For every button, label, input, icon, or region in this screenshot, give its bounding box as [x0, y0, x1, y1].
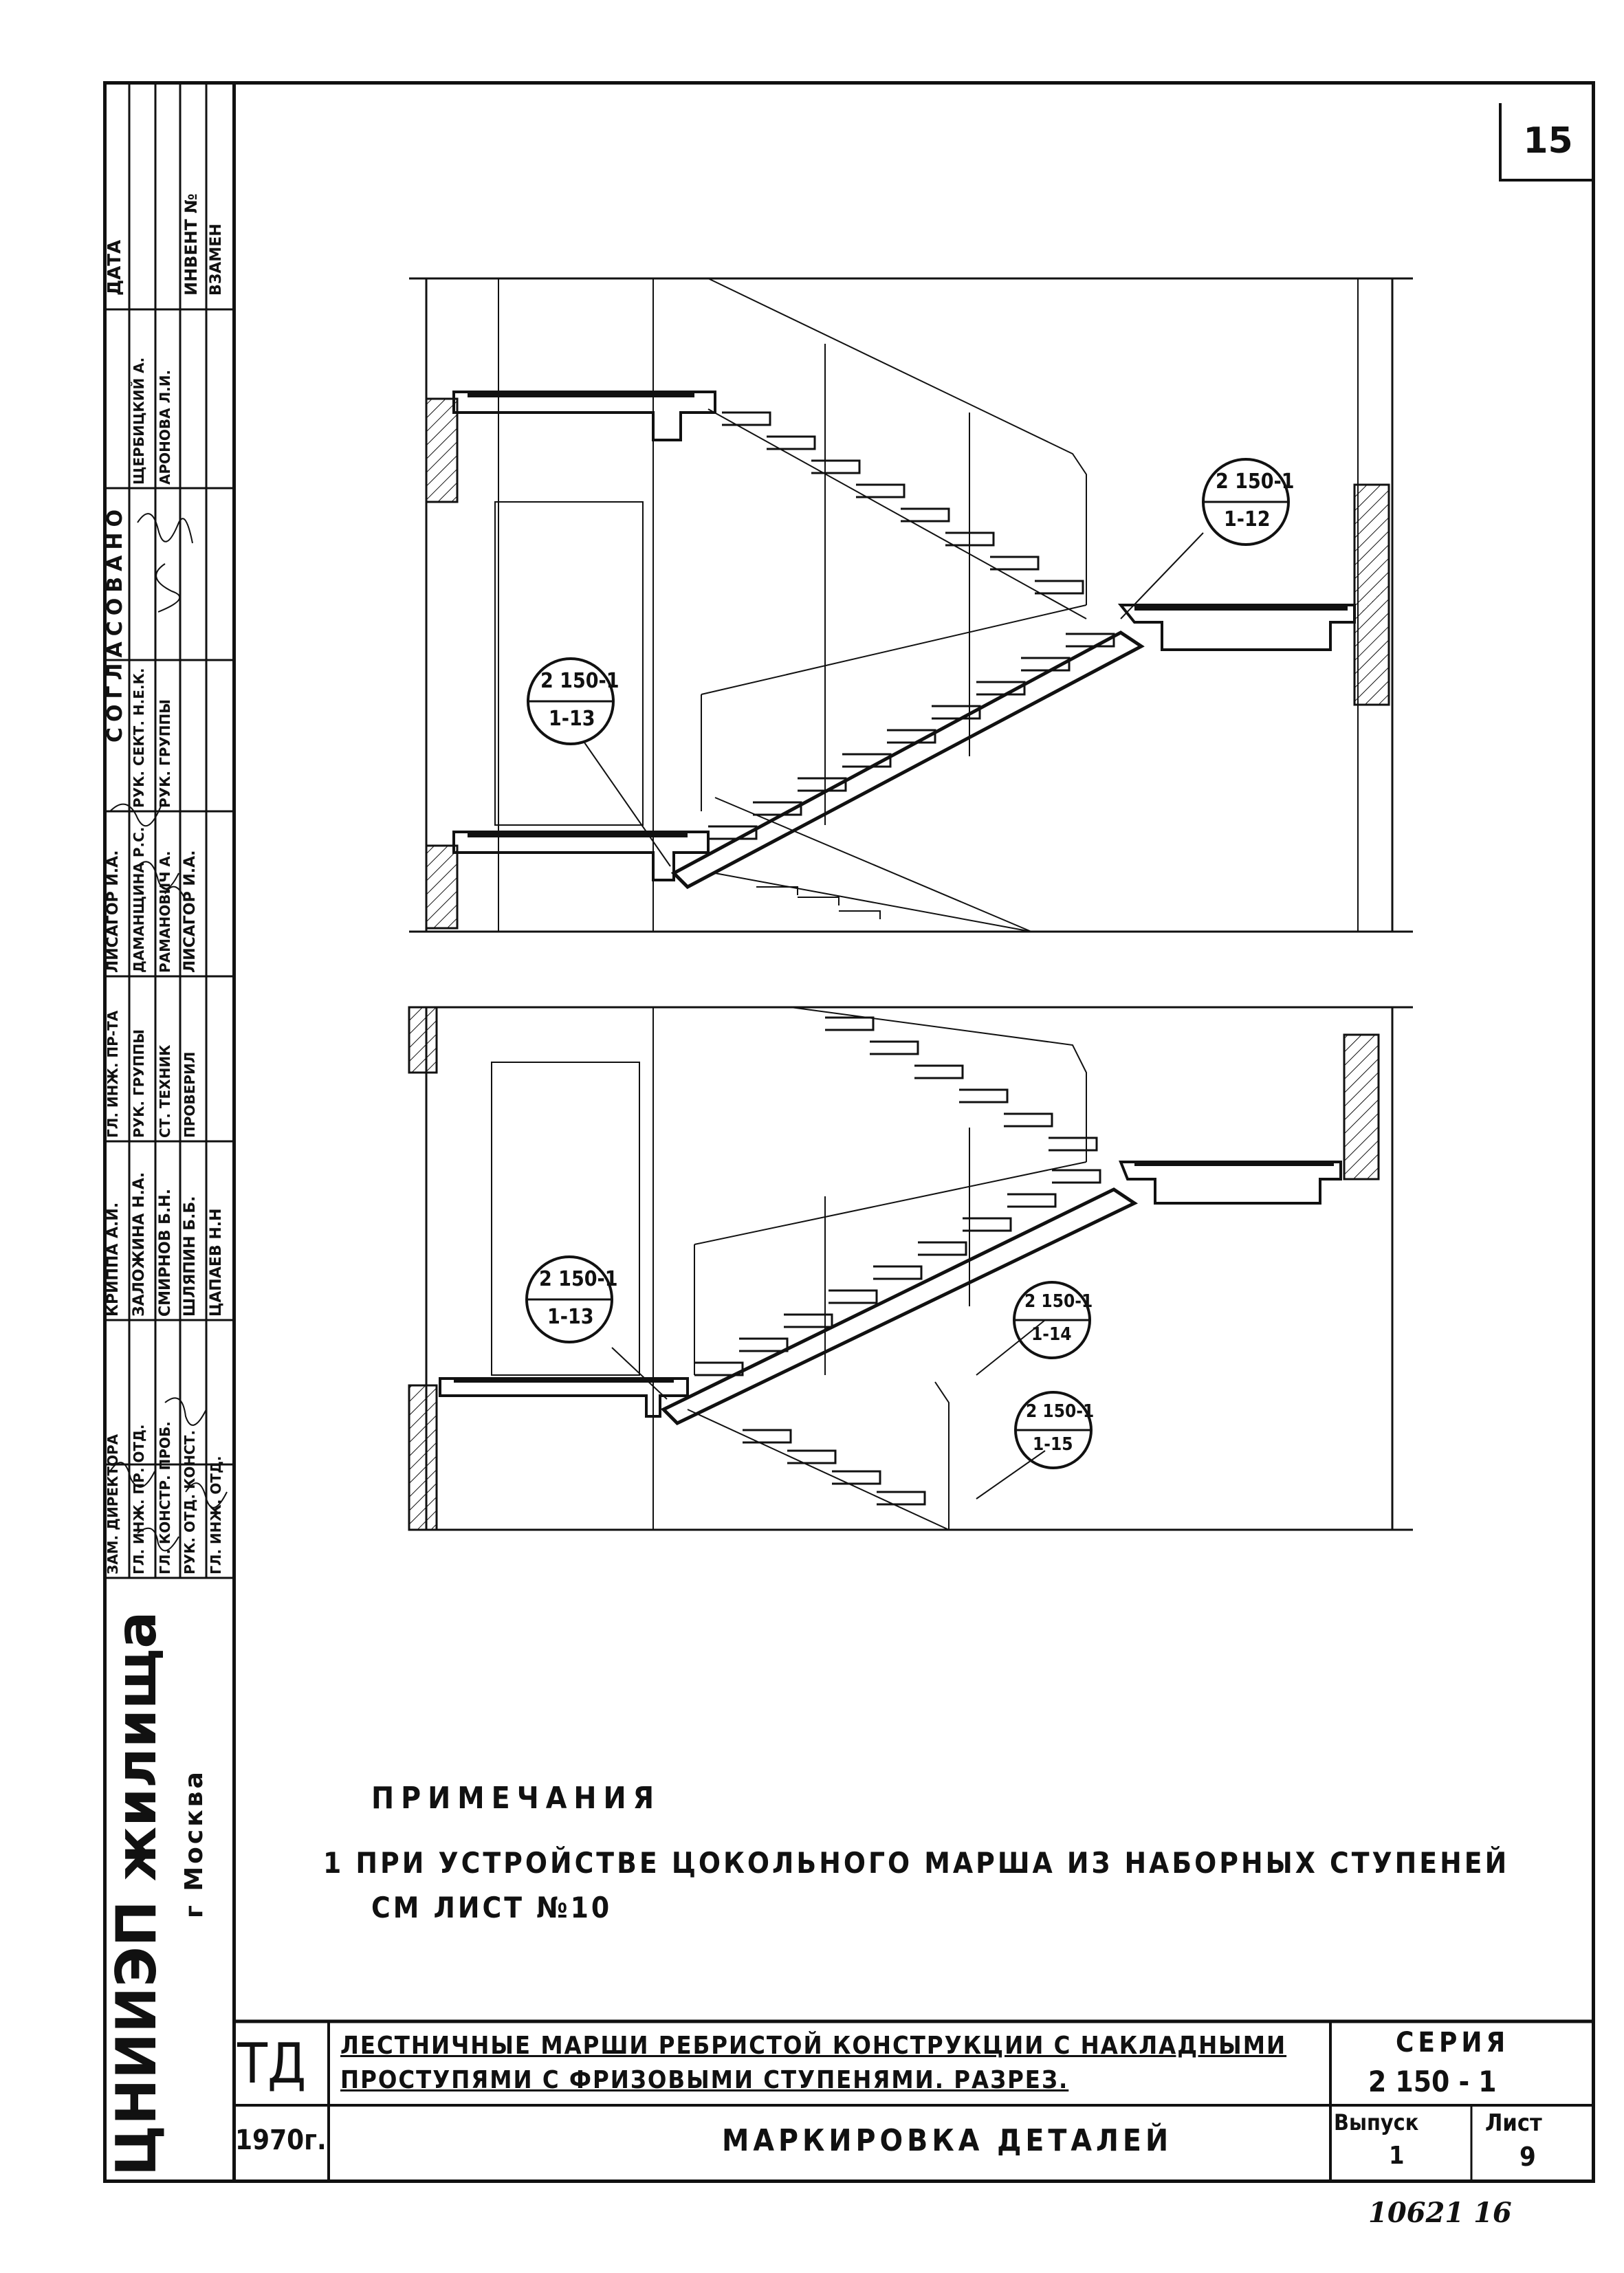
sheet-number: 15: [1499, 103, 1594, 182]
person-3: Смирнов Б.Н.: [157, 1188, 174, 1317]
person-1: Криппа А.И.: [105, 1202, 122, 1317]
person-9: Лисагор И.А.: [182, 850, 199, 973]
callout-1-bottom: 1-12: [1224, 507, 1271, 531]
role-11: Рук. группы: [157, 699, 173, 808]
callout-5-top: 2 150-1: [1026, 1401, 1095, 1422]
inventory-number: 10621 16: [1368, 2197, 1512, 2229]
callout-2-top: 2 150-1: [540, 669, 619, 693]
series-value: 2 150 - 1: [1368, 2065, 1497, 2098]
title-line-1: Лестничные марши ребристой конструкции с…: [340, 2032, 1287, 2060]
person-6: Лисагор И.А.: [105, 850, 122, 973]
person-2: Заложина Н.А.: [131, 1172, 148, 1317]
role-4: Рук. отд. конст.: [182, 1429, 198, 1574]
role-6: Гл. инж. пр-та: [105, 1010, 121, 1138]
frame-bottom: [103, 2179, 1595, 2183]
inventory-label: Инвент №: [182, 193, 201, 296]
role-8: Ст. техник: [157, 1044, 173, 1138]
series-label: Серия: [1396, 2027, 1510, 2058]
callout-5-bottom: 1-15: [1033, 1434, 1073, 1455]
issue-label: Выпуск: [1334, 2109, 1419, 2135]
callout-4-top: 2 150-1: [1024, 1291, 1093, 1312]
replaced-label: Взамен: [208, 223, 225, 296]
org-name: ЦНИИЭП жилища: [105, 1611, 168, 2176]
callout-3-top: 2 150-1: [539, 1267, 618, 1291]
subtitle: Маркировка деталей: [722, 2123, 1173, 2158]
sheet-value: 9: [1519, 2142, 1536, 2172]
year: 1970г.: [235, 2124, 327, 2156]
td-label: ТД: [237, 2032, 307, 2096]
frame-right: [1592, 81, 1595, 2182]
person-5: Цапаев Н.Н: [208, 1208, 225, 1317]
notes-title: Примечания: [371, 1781, 661, 1816]
callout-3-bottom: 1-13: [547, 1305, 594, 1329]
person-8: Раманович А.: [157, 850, 173, 973]
role-10: Рук. сект. Н.Е.К.: [131, 668, 147, 808]
date-label: Дата: [105, 239, 125, 296]
notes-line-1: 1 При устройстве цокольного марша из наб…: [323, 1846, 1510, 1880]
role-7: Рук. группы: [131, 1029, 147, 1138]
agreed-label: Согласовано: [103, 504, 127, 743]
frame-top: [103, 81, 1595, 85]
person-7: Даманщина Р.С.: [131, 826, 147, 973]
role-9: Проверил: [182, 1051, 198, 1138]
notes-line-2: см лист №10: [371, 1891, 613, 1924]
issue-value: 1: [1389, 2142, 1405, 2170]
person-11: Аронова Л.И.: [157, 369, 173, 485]
role-2: Гл. инж. пр. отд.: [131, 1424, 147, 1574]
frame-left: [103, 81, 107, 2182]
callout-1-top: 2 150-1: [1216, 470, 1295, 494]
callout-2-bottom: 1-13: [549, 707, 595, 731]
city: г Москва: [180, 1769, 208, 1918]
callout-4-bottom: 1-14: [1031, 1324, 1072, 1345]
title-line-2: проступями с фризовыми ступенями. Разрез…: [340, 2066, 1069, 2094]
role-3: Гл. констр. проб.: [157, 1421, 173, 1574]
stamp-divider: [232, 81, 236, 2182]
section-upper: [409, 277, 1413, 933]
section-lower: [408, 1006, 1413, 1531]
sheet-label: Лист: [1485, 2109, 1542, 2137]
person-10: Щербицкий А.: [131, 357, 147, 485]
person-4: Шляпин Б.Б.: [182, 1196, 199, 1317]
role-1: Зам. директора: [105, 1434, 121, 1574]
role-5: Гл. инж. отд.: [208, 1456, 224, 1575]
